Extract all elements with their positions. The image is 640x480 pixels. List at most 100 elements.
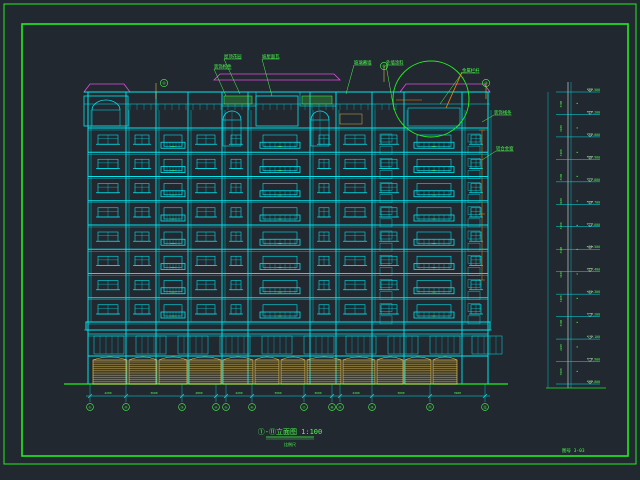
railing-hatch: ▭▭▭ xyxy=(432,193,437,196)
podium-window xyxy=(471,335,503,355)
bay-height-label: 3100 xyxy=(559,198,563,205)
shopfront-arch xyxy=(92,356,128,361)
stair-window xyxy=(467,206,481,215)
drawing-title-block: ①-⑪立面图 1:100 比例尺 xyxy=(258,427,323,447)
podium-window xyxy=(345,335,377,355)
axis-bubble xyxy=(368,403,376,411)
right-tower-top xyxy=(407,107,461,127)
bay-hatch-mark: ▪ xyxy=(576,200,578,203)
outer-sheet-frame xyxy=(3,3,637,465)
railing-hatch: ▭▭▭ xyxy=(171,193,176,196)
stair-window xyxy=(467,158,481,167)
stair-window xyxy=(379,267,393,276)
axis-tick xyxy=(123,393,129,399)
railing-hatch: ▭▭▭ xyxy=(278,242,283,245)
axis-bubble xyxy=(336,403,344,411)
stair-window xyxy=(379,145,393,155)
level-value: ±0.000 xyxy=(588,380,600,384)
bay-height-label: 3100 xyxy=(559,319,563,326)
axis-bubble xyxy=(300,403,308,411)
annotation-layer: 屋顶花园坡屋面瓦装饰构件玻璃幕墙外墙涂料金属栏杆装饰线条铝合金窗①⑤② xyxy=(155,53,514,281)
inner-drawing-frame xyxy=(21,23,629,457)
level-marker xyxy=(586,201,594,205)
left-arch xyxy=(91,99,121,111)
axis-label: ⑩ xyxy=(370,406,374,410)
axis-bubble xyxy=(248,403,256,411)
railing-hatch: ▭▭▭ xyxy=(432,218,437,221)
axis-bubble xyxy=(328,403,336,411)
stair-window xyxy=(379,291,393,300)
shopfront-arch xyxy=(404,356,432,361)
shopfront-grille xyxy=(376,359,404,385)
axis-bubble xyxy=(222,403,230,411)
stair-window xyxy=(467,218,481,228)
left-tower-top xyxy=(83,95,129,127)
axis-spacing-label: 4200 xyxy=(235,391,242,395)
level-value: 34.000 xyxy=(588,133,600,137)
railing-hatch: ▭▭▭ xyxy=(278,290,283,293)
shopfront-grille xyxy=(254,359,280,385)
level-marker xyxy=(586,313,594,317)
shopfront-grille xyxy=(222,359,254,385)
podium-window xyxy=(135,335,167,355)
shopfront-grille xyxy=(404,359,432,385)
annotation-text: 玻璃幕墙 xyxy=(354,59,372,66)
axis-label: ⑨ xyxy=(338,406,342,410)
stair-window xyxy=(467,255,481,264)
shopfront-grille xyxy=(432,359,458,385)
annotation-leader xyxy=(439,72,463,105)
annotation-leader xyxy=(213,68,227,97)
railing-hatch: ▭▭▭ xyxy=(278,145,283,148)
level-value: 9.200 xyxy=(590,313,600,317)
stair-window xyxy=(467,303,481,312)
shopfront-grille xyxy=(128,359,158,385)
level-marker xyxy=(586,268,594,272)
detail-leader xyxy=(445,71,463,109)
level-value: 6.100 xyxy=(590,335,600,339)
axis-spacing-label: 3900 xyxy=(274,391,281,395)
level-marker xyxy=(586,380,594,385)
axis-tick xyxy=(369,393,375,399)
podium-window xyxy=(93,335,125,355)
shopfront-grille xyxy=(280,359,306,385)
stair-window xyxy=(379,255,393,264)
shopfront-sign-band xyxy=(87,335,489,357)
stair-window xyxy=(467,145,481,155)
axis-tick xyxy=(482,393,488,399)
bay-hatch-mark: ▪ xyxy=(576,273,578,276)
railing-hatch: ▭▭▭ xyxy=(171,218,176,221)
stair-window xyxy=(379,303,393,312)
railing-hatch: ▭▭▭ xyxy=(432,290,437,293)
level-value: 24.700 xyxy=(588,200,600,204)
roof-garden-hatch xyxy=(223,95,253,105)
axis-bubble xyxy=(86,403,94,411)
sheet-label: 图号 3-03 xyxy=(562,448,585,454)
axis-bubble xyxy=(426,403,434,411)
railing-hatch: ▭▭▭ xyxy=(432,315,437,318)
stair-window xyxy=(467,133,481,143)
axis-tick xyxy=(329,393,335,399)
shopfront-arch xyxy=(376,356,404,361)
bay-hatch-mark: ▪ xyxy=(576,297,578,300)
level-marker xyxy=(586,290,594,295)
stair-window xyxy=(467,194,481,203)
axis-tick xyxy=(223,393,229,399)
railing-hatch: ▭▭▭ xyxy=(278,218,283,221)
central-pavilion xyxy=(255,95,299,127)
stair-window xyxy=(379,218,393,228)
bay-hatch-mark: ▪ xyxy=(576,224,578,227)
podium-window xyxy=(387,335,419,355)
axis-spacing-label: 3000 xyxy=(397,391,404,395)
stair-window xyxy=(379,158,393,167)
shopfront-grille xyxy=(92,359,128,385)
railing-hatch: ▭▭▭ xyxy=(171,290,176,293)
shopfront-arch xyxy=(222,356,254,361)
axis-spacing-label: 2400 xyxy=(352,391,359,395)
annotation-text: 屋顶花园 xyxy=(224,53,242,60)
annotation-leader xyxy=(345,64,355,95)
shopfront-arch xyxy=(306,356,342,361)
railing-hatch: ▭▭▭ xyxy=(278,169,283,172)
axis-tick xyxy=(301,393,307,399)
